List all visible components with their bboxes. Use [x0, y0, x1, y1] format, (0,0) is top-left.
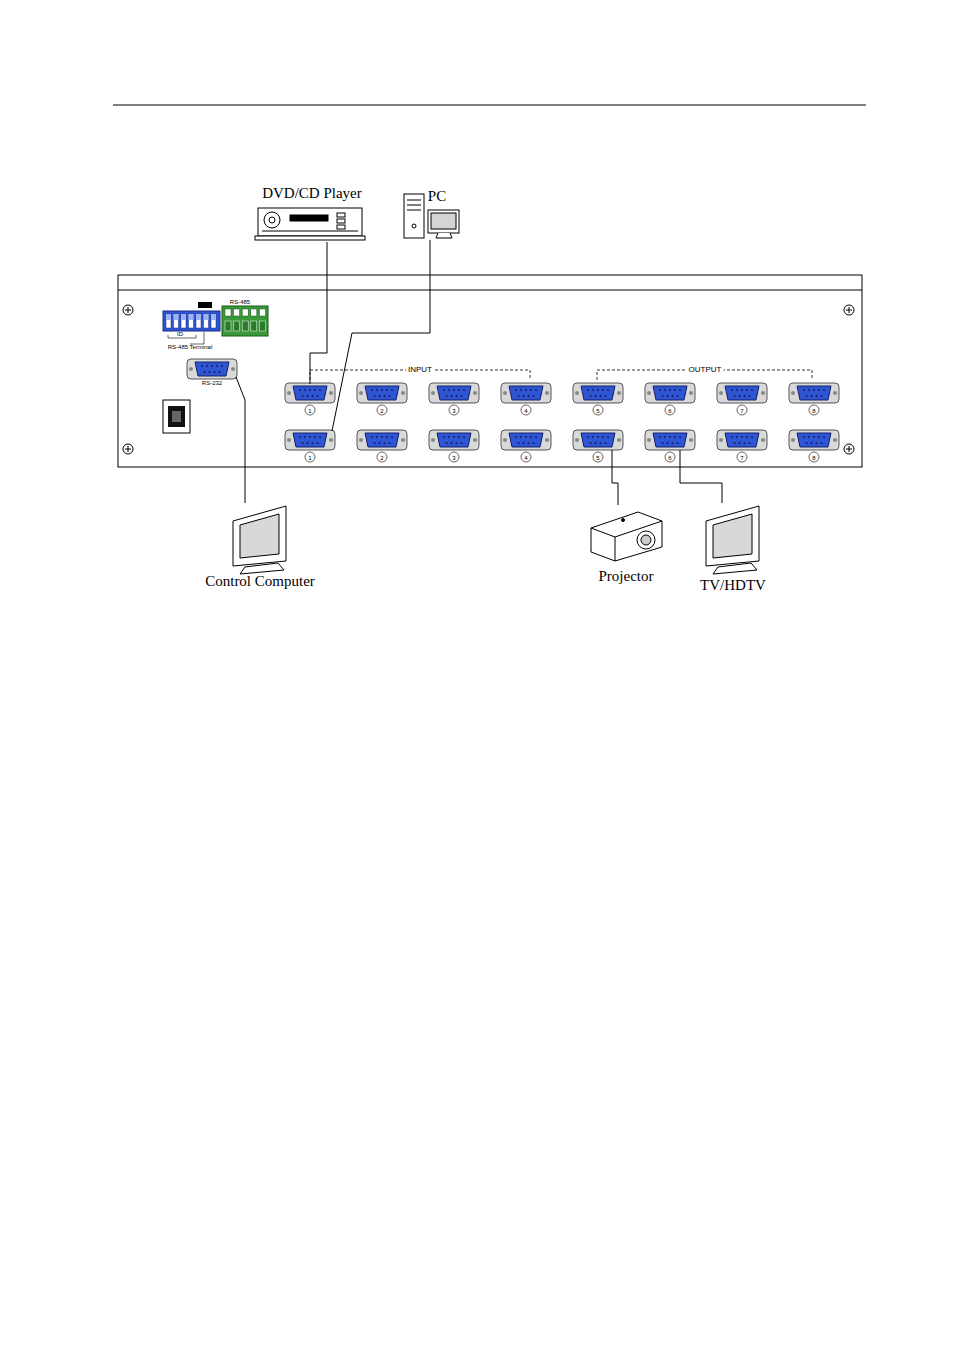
port-number: 3: [452, 455, 455, 461]
port-number: 7: [740, 408, 743, 414]
panel-label: INPUT: [406, 366, 434, 374]
panel-label: RS-232: [202, 380, 222, 386]
control-computer: Control Computer: [201, 503, 319, 590]
port-number: 5: [596, 408, 599, 414]
screws: [123, 305, 854, 454]
port-number: 2: [380, 455, 383, 461]
projector-icon: [591, 512, 662, 561]
projector: Projector: [588, 505, 664, 585]
port-number: 6: [668, 408, 671, 414]
port-number: 1: [308, 455, 311, 461]
device-label: Control Computer: [205, 572, 315, 590]
tv-hdtv: TV/HDTV: [696, 503, 770, 594]
port-number: 8: [812, 408, 815, 414]
port-number: 4: [524, 408, 527, 414]
panel-label: RS-485 Terminal: [168, 344, 213, 350]
dvd-player-icon: [255, 208, 365, 240]
pc: PC: [402, 187, 472, 240]
tv-icon: [706, 506, 759, 574]
device-label: DVD/CD Player: [262, 184, 362, 202]
port-number: 5: [596, 455, 599, 461]
device-label: Projector: [599, 567, 654, 585]
panel-label: OUTPUT: [687, 366, 724, 374]
port-number: 1: [308, 408, 311, 414]
cable: [680, 467, 722, 503]
cable: [327, 242, 328, 275]
port-number: 3: [452, 408, 455, 414]
port-number: 8: [812, 455, 815, 461]
device-label: TV/HDTV: [700, 576, 766, 594]
cable-runs: [236, 275, 680, 467]
terminal-block: [222, 306, 268, 336]
device-label: PC: [428, 187, 446, 205]
port-number: 2: [380, 408, 383, 414]
panel-label: RS-485: [230, 299, 250, 305]
dvd-player: DVD/CD Player: [256, 184, 368, 242]
dip-switch: [163, 302, 220, 344]
header-rule: [113, 105, 866, 106]
cable: [430, 240, 431, 275]
matrix-switcher-panel: RS-485ID RS-485 TerminalRS-232 INPUT OUTPUT: [118, 275, 862, 467]
cable: [245, 467, 246, 503]
ports: [187, 359, 839, 462]
monitor-icon: [233, 506, 286, 574]
cable: [612, 467, 618, 505]
port-number: 4: [524, 455, 527, 461]
port-number: 6: [668, 455, 671, 461]
port-number: 7: [740, 455, 743, 461]
panel-label: ID: [177, 331, 183, 337]
rear-panel: [118, 275, 862, 467]
panel-edge: [118, 290, 862, 291]
power-inlet: [163, 400, 190, 433]
